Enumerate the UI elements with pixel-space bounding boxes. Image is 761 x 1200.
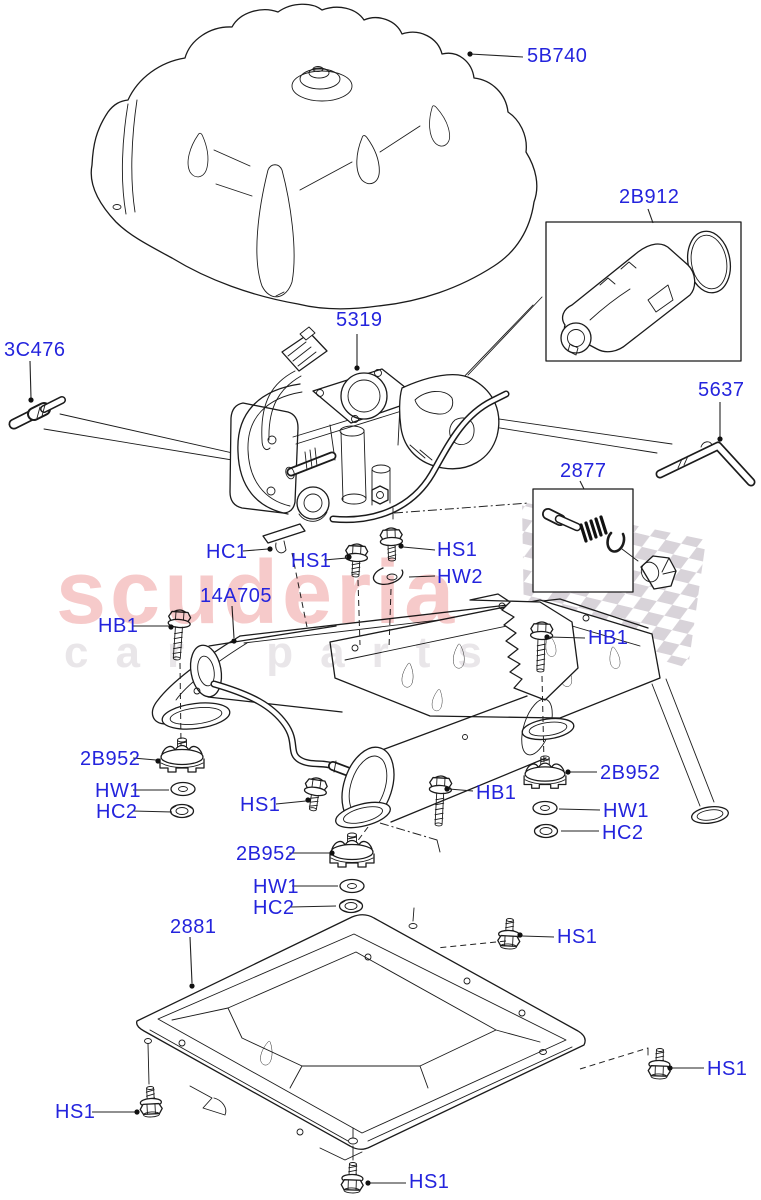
pipe-part — [655, 441, 756, 487]
part-label-HB1-c[interactable]: HB1 — [476, 782, 517, 804]
washer-hw2 — [372, 567, 404, 585]
clamp-part — [262, 523, 306, 554]
screw-part — [647, 1047, 672, 1081]
part-label-HS1-c[interactable]: HS1 — [240, 794, 281, 816]
part-label-3C476[interactable]: 3C476 — [4, 339, 66, 361]
compressor-assembly — [229, 326, 510, 524]
part-label-5637[interactable]: 5637 — [698, 379, 745, 401]
washer-part — [532, 800, 558, 816]
washer-part — [339, 878, 365, 894]
part-label-HC2-a[interactable]: HC2 — [96, 801, 138, 823]
part-label-2B952-c[interactable]: 2B952 — [236, 843, 297, 865]
part-label-HS1-e[interactable]: HS1 — [707, 1058, 748, 1080]
part-label-2881[interactable]: 2881 — [170, 916, 217, 938]
part-label-2B912[interactable]: 2B912 — [619, 186, 680, 208]
cover-part — [90, 3, 538, 310]
part-label-2877[interactable]: 2877 — [560, 460, 607, 482]
part-label-HS1-f[interactable]: HS1 — [55, 1101, 96, 1123]
part-label-HW1-a[interactable]: HW1 — [95, 780, 141, 802]
part-label-HW1-b[interactable]: HW1 — [603, 800, 649, 822]
part-label-HS1-d[interactable]: HS1 — [557, 926, 598, 948]
part-label-HS1-g[interactable]: HS1 — [409, 1171, 450, 1193]
motor-pointer-lines — [457, 296, 543, 384]
sensor-part — [8, 396, 66, 430]
nut-part — [169, 803, 195, 819]
washer-part — [170, 781, 196, 797]
part-label-HB1-a[interactable]: HB1 — [98, 615, 139, 637]
assembly-guide-lines — [179, 502, 649, 1070]
part-label-5B740[interactable]: 5B740 — [527, 45, 588, 67]
nut-part — [338, 898, 364, 914]
motor-kit-box — [545, 221, 742, 362]
nut-part — [533, 823, 559, 839]
part-label-2B952-b[interactable]: 2B952 — [600, 762, 661, 784]
screw-part — [301, 775, 329, 813]
part-label-HW2[interactable]: HW2 — [437, 566, 483, 588]
bolt-part — [426, 774, 453, 828]
leader-lines — [28, 51, 723, 1186]
cradle-assembly — [151, 593, 730, 829]
part-label-HC2-b[interactable]: HC2 — [602, 822, 644, 844]
part-label-HC1[interactable]: HC1 — [206, 541, 248, 563]
bolt-part — [165, 608, 192, 662]
part-label-14A705[interactable]: 14A705 — [200, 585, 272, 607]
screw-part — [340, 1161, 365, 1195]
tray-part — [136, 907, 586, 1161]
screw-part — [343, 542, 369, 579]
part-label-5319[interactable]: 5319 — [336, 309, 383, 331]
part-label-HS1-a[interactable]: HS1 — [291, 550, 332, 572]
mount-part — [523, 755, 567, 789]
part-label-HB1-b[interactable]: HB1 — [588, 627, 629, 649]
part-label-HS1-b[interactable]: HS1 — [437, 539, 478, 561]
part-label-HW1-c[interactable]: HW1 — [253, 876, 299, 898]
valve-kit-box — [532, 488, 639, 593]
mount-part — [159, 737, 205, 773]
plug-part — [640, 555, 677, 590]
part-label-HC2-c[interactable]: HC2 — [253, 897, 295, 919]
mount-part — [329, 832, 375, 868]
part-label-2B952-a[interactable]: 2B952 — [80, 748, 141, 770]
screw-part — [138, 1085, 164, 1119]
screw-part — [496, 917, 522, 951]
